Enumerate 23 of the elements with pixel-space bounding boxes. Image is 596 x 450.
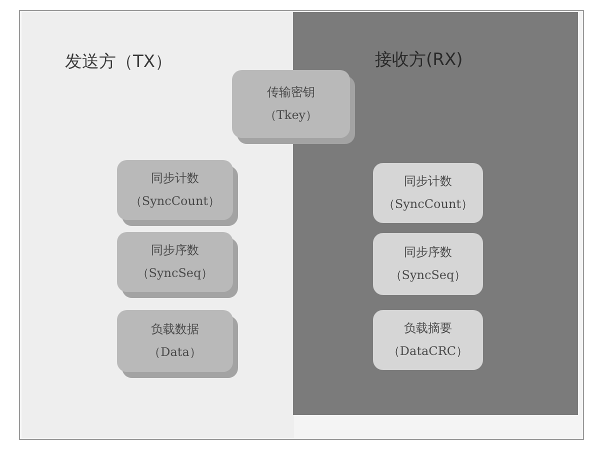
box-label: 同步序数 (151, 242, 199, 259)
panel-title: 接收方(RX) (375, 49, 463, 71)
box-label: （Data） (148, 344, 202, 361)
panel-title: 发送方（TX） (65, 51, 172, 73)
box-label: （Tkey） (264, 107, 318, 124)
rounded-box (117, 232, 233, 292)
rounded-box (373, 310, 483, 370)
box-label: （SyncSeq） (136, 265, 214, 282)
box-label: 同步计数 (404, 173, 452, 190)
box-label: 负载数据 (151, 321, 199, 338)
box-label: （SyncCount） (382, 196, 474, 213)
rounded-box (117, 160, 233, 220)
box-label: 负载摘要 (404, 320, 452, 337)
rounded-box (232, 70, 350, 138)
box-label: 同步计数 (151, 170, 199, 187)
box-label: （DataCRC） (388, 343, 468, 360)
box-label: （SyncCount） (130, 193, 220, 210)
rounded-box (373, 163, 483, 223)
rounded-box (373, 233, 483, 295)
rounded-box (117, 310, 233, 372)
box-label: 传输密钥 (267, 84, 315, 101)
box-label: 同步序数 (404, 244, 452, 261)
box-label: （SyncSeq） (390, 267, 466, 284)
